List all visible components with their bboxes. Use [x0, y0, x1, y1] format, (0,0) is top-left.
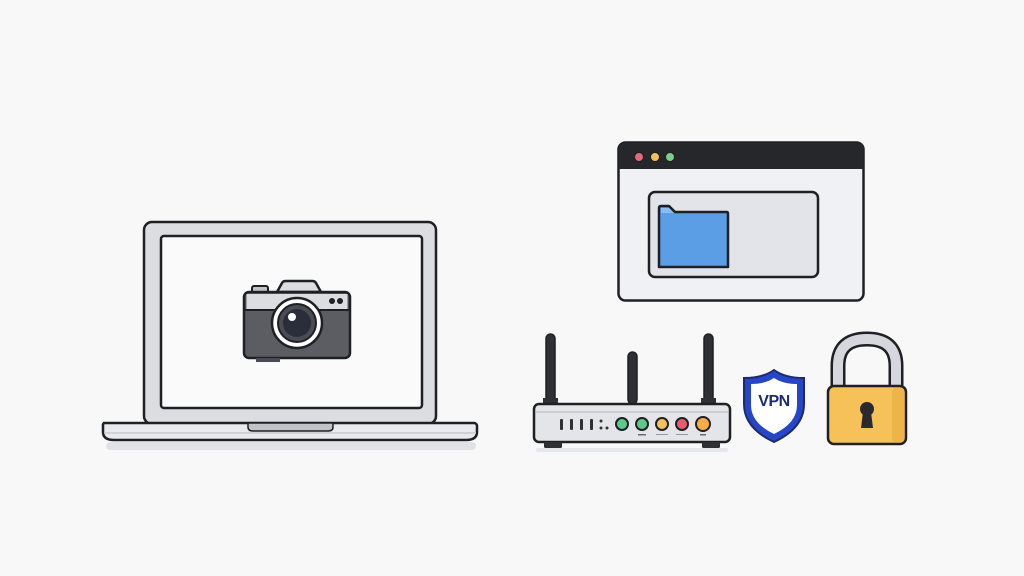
led-4	[675, 417, 689, 431]
vpn-label: VPN	[758, 393, 790, 410]
maximize-dot	[665, 152, 675, 162]
led-1	[615, 417, 629, 431]
close-dot	[634, 152, 644, 162]
vpn-shield: VPN	[741, 368, 807, 444]
led-3	[655, 417, 669, 431]
led-2	[635, 417, 649, 431]
router	[530, 332, 735, 452]
camera-icon	[242, 279, 352, 364]
folder-icon	[657, 204, 730, 270]
antenna-icon	[543, 333, 716, 406]
minimize-dot	[650, 152, 660, 162]
led-5	[695, 416, 711, 432]
padlock-icon	[826, 331, 908, 448]
browser-window	[617, 141, 865, 303]
